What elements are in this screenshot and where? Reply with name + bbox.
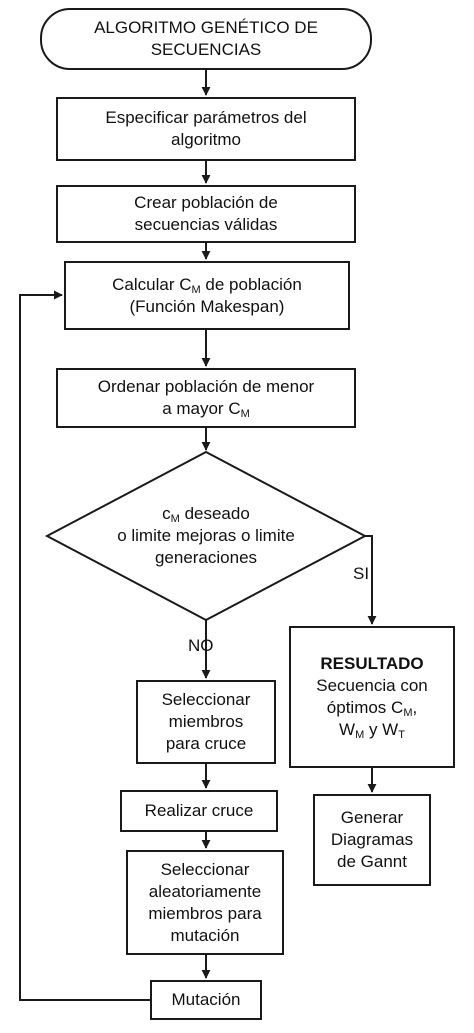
result-line4-sub2: T	[398, 729, 405, 741]
gantt-line3: de Gannt	[337, 852, 407, 871]
calc-line1-b: de población	[200, 274, 302, 294]
decision-line2: o limite mejoras o limite	[117, 526, 295, 545]
select-line1: Seleccionar	[161, 690, 251, 709]
result-box: RESULTADO Secuencia con óptimos CM, WM y…	[289, 626, 455, 768]
perform-crossover-box: Realizar cruce	[120, 790, 278, 832]
generate-gantt-box: Generar Diagramas de Gannt	[313, 794, 431, 886]
calc-line2: (Función Makespan)	[129, 296, 285, 316]
result-line4-a: W	[339, 720, 356, 739]
start-terminator: ALGORITMO GENÉTICO DE SECUENCIAS	[40, 8, 372, 70]
result-line3: óptimos CM,	[316, 697, 428, 719]
selectmut-line3: miembros para	[148, 903, 262, 923]
specify-params-box: Especificar parámetros del algoritmo	[56, 97, 356, 161]
gantt-line2: Diagramas	[330, 830, 414, 849]
order-line2-sub: M	[240, 408, 250, 420]
calc-line1: Calcular CM de población	[112, 274, 302, 296]
result-line4-sub1: M	[355, 729, 365, 741]
result-line3-a: óptimos C	[326, 698, 404, 717]
result-line3-b: ,	[412, 698, 418, 717]
selectmut-line1: Seleccionar	[160, 859, 250, 879]
start-line2: SECUENCIAS	[150, 40, 262, 59]
decision-line1-a: c	[162, 504, 171, 523]
select-line3: para cruce	[165, 734, 247, 753]
decision-text: cM deseado o limite mejoras o limite gen…	[80, 488, 332, 584]
loop-back-line	[19, 290, 150, 1001]
decision-line1-b: deseado	[179, 504, 250, 523]
order-line1: Ordenar población de menor	[97, 377, 315, 396]
result-line1: RESULTADO	[320, 654, 424, 673]
result-line3-sub: M	[403, 707, 413, 719]
arrow-decision-si	[365, 535, 377, 625]
selectmut-line4: mutación	[170, 925, 240, 945]
start-line1: ALGORITMO GENÉTICO DE	[94, 18, 318, 37]
decision-diamond	[44, 450, 368, 622]
mutation-box: Mutación	[150, 980, 262, 1020]
selectmut-line2: aleatoriamente	[148, 881, 262, 901]
order-population-box: Ordenar población de menor a mayor CM	[56, 368, 356, 428]
create-population-box: Crear población de secuencias válidas	[56, 185, 356, 243]
gantt-line1: Generar	[340, 808, 404, 827]
order-line2-a: a mayor C	[162, 399, 241, 418]
params-line2: algoritmo	[171, 130, 241, 149]
cross-label: Realizar cruce	[144, 801, 254, 820]
result-line4: WM y WT	[316, 719, 428, 741]
decision-line1: cM deseado	[117, 503, 295, 525]
params-line1: Especificar parámetros del	[105, 108, 307, 127]
select-crossover-box: Seleccionar miembros para cruce	[136, 680, 276, 764]
decision-line1-sub: M	[170, 513, 180, 525]
label-no: NO	[188, 636, 214, 655]
calc-line1-sub: M	[191, 283, 201, 296]
select-mutation-box: Seleccionar aleatoriamente miembros para…	[126, 850, 284, 955]
result-line4-b: y W	[364, 720, 399, 739]
label-si: SI	[353, 564, 370, 583]
create-line1: Crear población de	[134, 193, 278, 212]
select-line2: miembros	[168, 712, 244, 731]
result-line2: Secuencia con	[316, 676, 428, 695]
decision-line3: generaciones	[154, 548, 258, 567]
order-line2: a mayor CM	[98, 398, 314, 420]
calc-line1-a: Calcular C	[112, 274, 192, 294]
mutation-label: Mutación	[171, 990, 241, 1009]
calculate-cm-box: Calcular CM de población (Función Makesp…	[64, 261, 350, 330]
create-line2: secuencias válidas	[134, 215, 278, 234]
